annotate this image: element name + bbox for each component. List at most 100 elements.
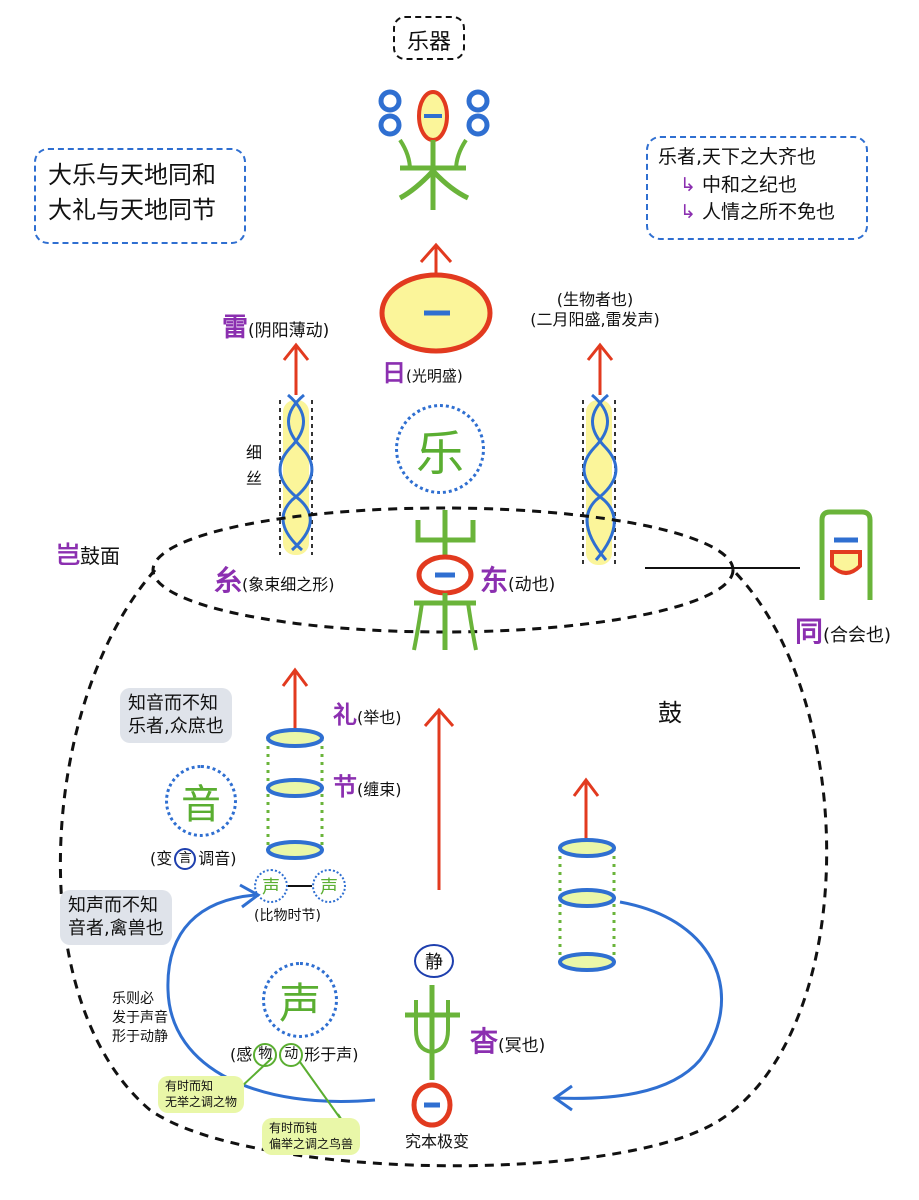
title-box: 乐器 [393,16,465,60]
sheng-small-left-char: 声 [262,877,280,898]
yao-char: 杳 [470,1025,499,1058]
zhiyin-bubble: 知音而不知 乐者,众庶也 [120,688,232,743]
zhiyin-line2: 乐者,众庶也 [128,716,224,738]
tong-note: (合会也) [823,625,892,646]
right-note-line2: (二月阳盛,雷发声) [530,310,660,329]
right-quote-line3: 人情之所不免也 [701,201,835,224]
thunder-char: 雷 [222,313,249,343]
right-quote-line2: 中和之纪也 [701,173,797,196]
drum-face-char: 岂 [56,541,80,569]
gu-label: 鼓 [658,699,682,727]
yin-note-before: (变 [150,849,173,868]
sun-disc [379,242,493,354]
title-text: 乐器 [406,30,451,55]
right-quote-row3: ↳ 人情之所不免也 [658,199,856,227]
right-silk-strand [582,342,618,565]
sun-char: 日 [382,359,406,387]
central-arrow [423,707,455,890]
yin-note-circled-char: 言 [178,850,192,866]
sun-label: 日(光明盛) [382,358,463,388]
yin-char: 音 [181,782,221,828]
cycle-arrows [166,883,723,1127]
sheng-small-left: 声 [254,869,288,903]
yao-glyph [405,985,460,1128]
zhisheng-bubble: 知声而不知 音者,禽兽也 [60,890,172,945]
sheng-small-right: 声 [312,869,346,903]
yin-note-after: 调音) [198,849,237,868]
silk-label: 细 丝 [246,440,262,491]
bottom-text: 究本极变 [405,1132,470,1151]
jie-note: (缠束) [357,780,402,799]
silk-label1: 细 [246,443,263,462]
bi-note: (比物时节) [254,908,321,924]
gan-note: (感 物 动 形于声) [230,1043,359,1067]
right-stack [558,777,616,972]
qin-line1: 有时而钝 [269,1121,318,1135]
tong-glyph [819,509,873,600]
mi-char: 糸 [214,564,243,597]
right-quote-box: 乐者,天下之大齐也 ↳ 中和之纪也 ↳ 人情之所不免也 [646,136,868,240]
yin-note-circled: 言 [174,848,197,870]
left-quote-line2: 大礼与天地同节 [48,195,216,224]
tong-label: 同(合会也) [795,614,891,649]
dong-label: 东(动也) [480,563,555,598]
right-note-line1: (生物者也) [556,290,634,309]
left-quote-box: 大乐与天地同和 大礼与天地同节 [34,148,246,244]
right-quote-line1: 乐者,天下之大齐也 [658,146,817,168]
jie-char: 节 [333,773,357,801]
side-note-line1: 乐则必 [112,991,154,1007]
right-note: (生物者也) (二月阳盛,雷发声) [520,290,670,330]
side-note-line3: 形于动静 [112,1028,168,1045]
yao-note: (冥也) [498,1036,546,1056]
left-stack [266,667,324,860]
jie-label: 节(缠束) [333,772,402,802]
li-label: 礼(举也) [333,700,402,730]
sheng-circle: 声 [262,962,338,1038]
gan-note-c2-char: 动 [284,1046,299,1063]
thunder-note: (阴阳薄动) [248,321,330,341]
qin-line2: 偏举之调之鸟兽 [269,1136,354,1151]
wu-line2: 无举之调之物 [165,1094,238,1109]
dong-glyph [412,510,478,651]
yin-note: (变 言 调音) [150,848,237,870]
zhisheng-line2: 音者,禽兽也 [68,918,164,940]
gan-note-c1-char: 物 [258,1046,273,1063]
tong-char: 同 [795,615,824,648]
sun-note: (光明盛) [406,367,463,385]
wu-line1: 有时而知 [165,1079,214,1093]
arrow-icon: ↳ [680,201,702,224]
sheng-char: 声 [278,978,321,1028]
silk-label2: 丝 [246,468,263,488]
yin-circle: 音 [165,765,237,837]
gan-note-before: (感 [230,1045,253,1064]
gan-note-c1: 物 [253,1043,278,1067]
gan-note-c2: 动 [279,1043,304,1067]
thunder-label: 雷(阴阳薄动) [222,312,329,345]
yao-label: 杳(冥也) [470,1024,545,1059]
side-note-line2: 发于声音 [112,1009,168,1026]
yue-circle: 乐 [395,404,485,494]
jing-char: 静 [425,952,443,973]
yue-instrument-glyph [378,89,490,210]
left-silk-strand [278,342,314,555]
yue-char: 乐 [415,426,464,482]
dong-char: 东 [480,564,509,597]
qin-bubble: 有时而钝 偏举之调之鸟兽 [262,1118,361,1156]
drum-face-text: 鼓面 [80,544,120,568]
left-quote-line1: 大乐与天地同和 [48,161,216,189]
gan-note-after: 形于声) [304,1045,359,1064]
side-note: 乐则必 发于声音 形于动静 [112,990,168,1047]
drum-face-label: 岂鼓面 [56,540,120,570]
arrow-icon: ↳ [680,173,702,196]
li-char: 礼 [333,701,357,729]
right-quote-row2: ↳ 中和之纪也 [658,172,856,200]
mi-label: 糸(象束细之形) [214,563,335,598]
dong-note: (动也) [508,575,556,595]
sheng-small-right-char: 声 [320,877,338,898]
zhisheng-line1: 知声而不知 [68,895,158,916]
zhiyin-line1: 知音而不知 [128,693,218,714]
mi-note: (象束细之形) [242,575,335,594]
wu-bubble: 有时而知 无举之调之物 [158,1076,245,1114]
